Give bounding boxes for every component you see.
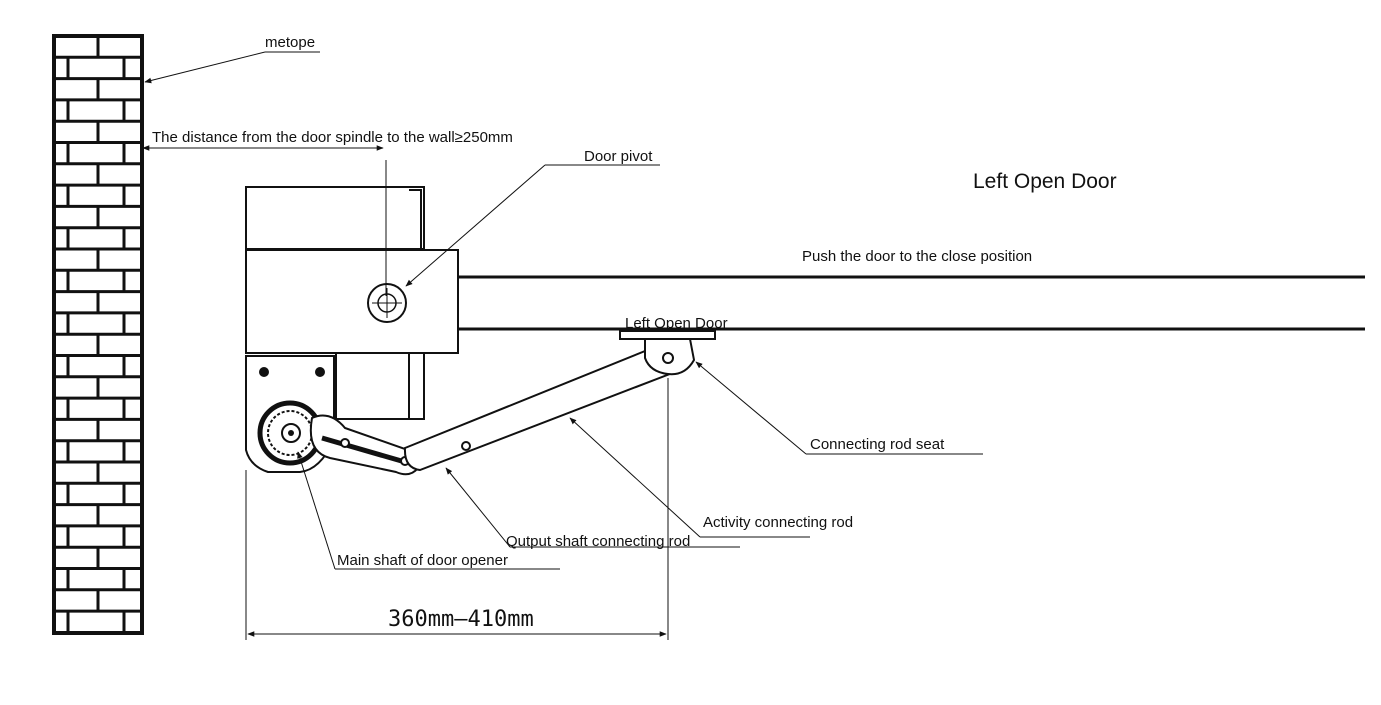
- dimension-label: 360mm—410mm: [388, 607, 534, 632]
- leader-lines: [144, 51, 983, 570]
- connecting-rod-seat: [619, 330, 716, 376]
- metope-label: metope: [265, 34, 315, 51]
- distance-label: The distance from the door spindle to th…: [152, 129, 513, 146]
- activity-rod-label: Activity connecting rod: [703, 514, 853, 531]
- brick-wall: [52, 34, 144, 635]
- connecting-rod-seat-label: Connecting rod seat: [810, 436, 945, 453]
- main-shaft-label: Main shaft of door opener: [337, 552, 508, 569]
- left-open-door-mark: Left Open Door: [625, 315, 728, 332]
- output-shaft-rod: [309, 414, 420, 476]
- opener-housing: [245, 186, 459, 420]
- door-pivot-circle: [367, 283, 407, 323]
- door-pivot-label: Door pivot: [584, 148, 653, 165]
- width-dimension: [245, 378, 669, 640]
- diagram-title: Left Open Door: [973, 170, 1117, 193]
- activity-rod: [403, 343, 677, 472]
- push-close-label: Push the door to the close position: [802, 248, 1032, 265]
- door-leaf: [458, 275, 1365, 331]
- main-shaft-gear: [257, 400, 323, 466]
- output-rod-label: Qutput shaft connecting rod: [506, 533, 690, 550]
